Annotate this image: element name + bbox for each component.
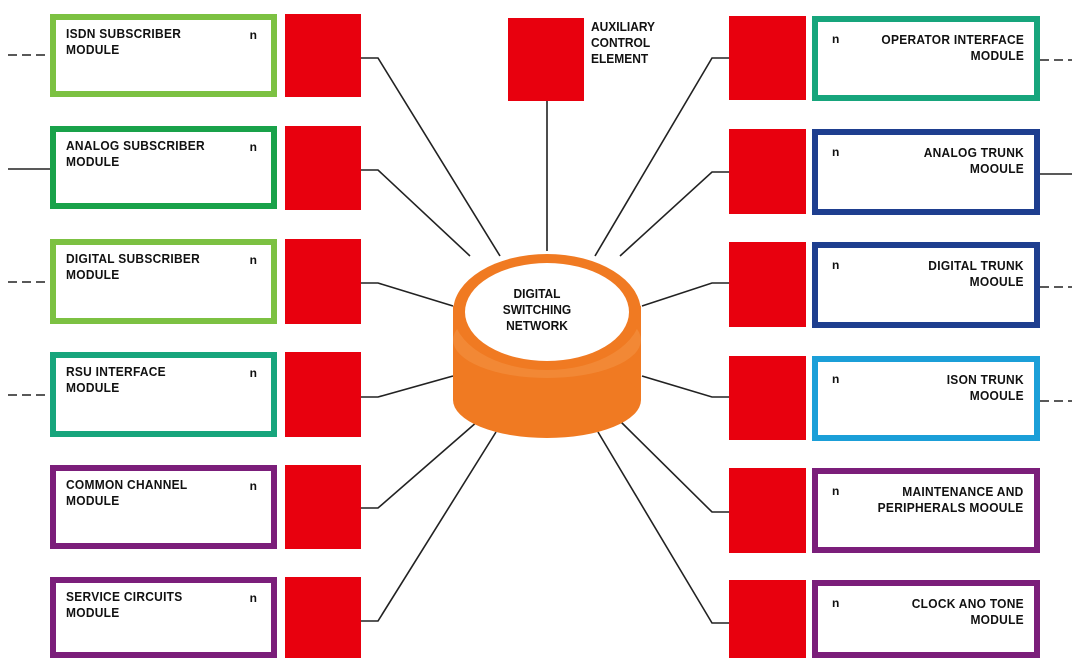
module-count-n: n	[250, 366, 257, 380]
module-count-n: n	[250, 140, 257, 154]
auxiliary-control-element-box	[508, 18, 584, 101]
center-label-line1: DIGITAL	[487, 286, 586, 302]
module-count-n: n	[832, 145, 839, 159]
module-count-n: n	[832, 484, 839, 498]
module-count-n: n	[250, 28, 257, 42]
module-count-n: n	[250, 479, 257, 493]
module-count-n: n	[250, 591, 257, 605]
aux-line3: ELEMENT	[591, 51, 655, 67]
service-circuits-interface-box	[285, 577, 361, 658]
digital-switching-network-hub	[453, 254, 641, 438]
analog-subscriber-interface-box	[285, 126, 361, 210]
wire-isdn-subscriber	[361, 58, 500, 256]
aux-line1: AUXILIARY	[591, 19, 655, 35]
center-label-line3: NETWORK	[487, 318, 586, 334]
digital-subscriber-interface-box	[285, 239, 361, 324]
wire-digital-trunk	[642, 283, 729, 306]
aux-line2: CONTROL	[591, 35, 655, 51]
center-label: DIGITAL SWITCHING NETWORK	[487, 286, 586, 334]
module-count-n: n	[832, 372, 839, 386]
operator-interface-box	[729, 16, 806, 100]
center-label-line2: SWITCHING	[487, 302, 586, 318]
wire-isdn-trunk	[642, 376, 729, 397]
isdn-subscriber-interface-box	[285, 14, 361, 97]
wire-service-circuits	[361, 432, 496, 621]
auxiliary-control-label: AUXILIARY CONTROL ELEMENT	[591, 19, 655, 67]
isdn-trunk-interface-box	[729, 356, 806, 440]
wire-analog-subscriber	[361, 170, 470, 256]
module-count-n: n	[832, 596, 839, 610]
wire-rsu-interface	[361, 376, 453, 397]
module-count-n: n	[250, 253, 257, 267]
maintenance-interface-box	[729, 468, 806, 553]
rsu-interface-box	[285, 352, 361, 437]
wire-operator-interface	[595, 58, 729, 256]
wire-maintenance	[620, 421, 729, 512]
common-channel-interface-box	[285, 465, 361, 549]
wire-common-channel	[361, 421, 478, 508]
wire-clock-tone	[598, 432, 729, 623]
analog-trunk-interface-box	[729, 129, 806, 214]
digital-trunk-interface-box	[729, 242, 806, 327]
module-count-n: n	[832, 32, 839, 46]
wire-digital-subscriber	[361, 283, 453, 306]
clock-tone-interface-box	[729, 580, 806, 658]
module-count-n: n	[832, 258, 839, 272]
